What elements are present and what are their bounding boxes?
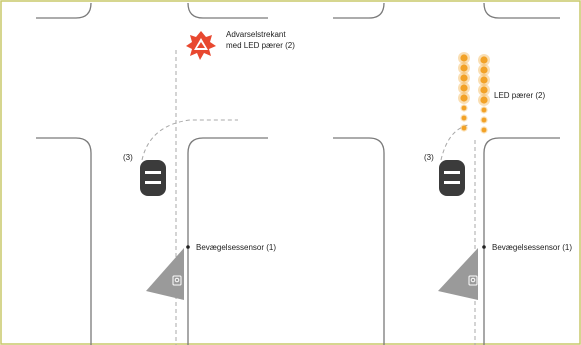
right-road-edge-bottom-right [483,137,560,345]
left-sign-label-line1: Advarselstrekant [226,30,286,39]
right-car-body [439,160,465,196]
led-light-12 [480,96,488,104]
led-lights-icon [458,52,490,134]
left-car-body [140,160,166,196]
right-led-label: LED pærer (2) [494,91,545,100]
led-light-4 [460,94,468,102]
left-sensor-box [172,275,182,286]
led-light-2 [460,74,468,82]
right-sensor-cone [438,248,478,300]
led-light-11 [480,86,488,94]
left-car-rear-window [145,181,161,184]
right-sensor-lens [470,277,476,283]
right-vehicle [439,160,465,196]
led-light-13 [481,107,487,113]
left-sign-label-line2: med LED pærer (2) [226,41,295,50]
right-panel: LED pærer (2) (3) Bevægelsessensor (1) [333,2,572,345]
left-road-edge-bottom-left [36,137,92,345]
led-light-3 [460,84,468,92]
right-car-windshield [444,171,460,174]
right-sensor-dot [482,245,486,249]
right-sensor-box [468,275,478,286]
left-road-edges [36,2,268,345]
led-light-7 [461,125,467,131]
left-turn-path [141,119,238,161]
right-sensor-label: Bevægelsessensor (1) [492,243,572,252]
led-light-10 [480,76,488,84]
warning-triangle-led-icon [186,31,216,60]
left-vehicle [140,160,166,196]
right-road-edge-top-left [333,2,385,19]
left-road-edge-top-left [36,2,92,19]
left-sensor-icon [172,275,182,286]
left-vehicle-label: (3) [123,153,133,162]
left-road-edge-bottom-right [187,137,268,345]
led-light-1 [460,64,468,72]
led-light-5 [461,105,467,111]
left-sensor-cone [146,248,184,300]
right-car-rear-window [444,181,460,184]
right-road-edge-bottom-left [333,137,385,345]
left-sensor-lens [174,277,180,283]
left-car-windshield [145,171,161,174]
right-road-edges [333,2,560,345]
led-light-6 [461,115,467,121]
led-light-9 [480,66,488,74]
left-lane-markings [141,50,238,345]
warning-triangle-inner [197,42,205,48]
right-vehicle-label: (3) [424,153,434,162]
left-sensor-label: Bevægelsessensor (1) [196,243,276,252]
left-panel: (3) Advarselstrekant med LED pærer (2) B… [36,2,295,345]
led-light-0 [460,54,468,62]
led-light-14 [481,117,487,123]
led-light-8 [480,56,488,64]
right-lane-markings [440,124,476,345]
led-light-15 [481,127,487,133]
left-road-edge-top-right [187,2,268,19]
right-road-edge-top-right [483,2,560,19]
right-sensor-icon [468,275,478,286]
left-sensor-dot [186,245,190,249]
